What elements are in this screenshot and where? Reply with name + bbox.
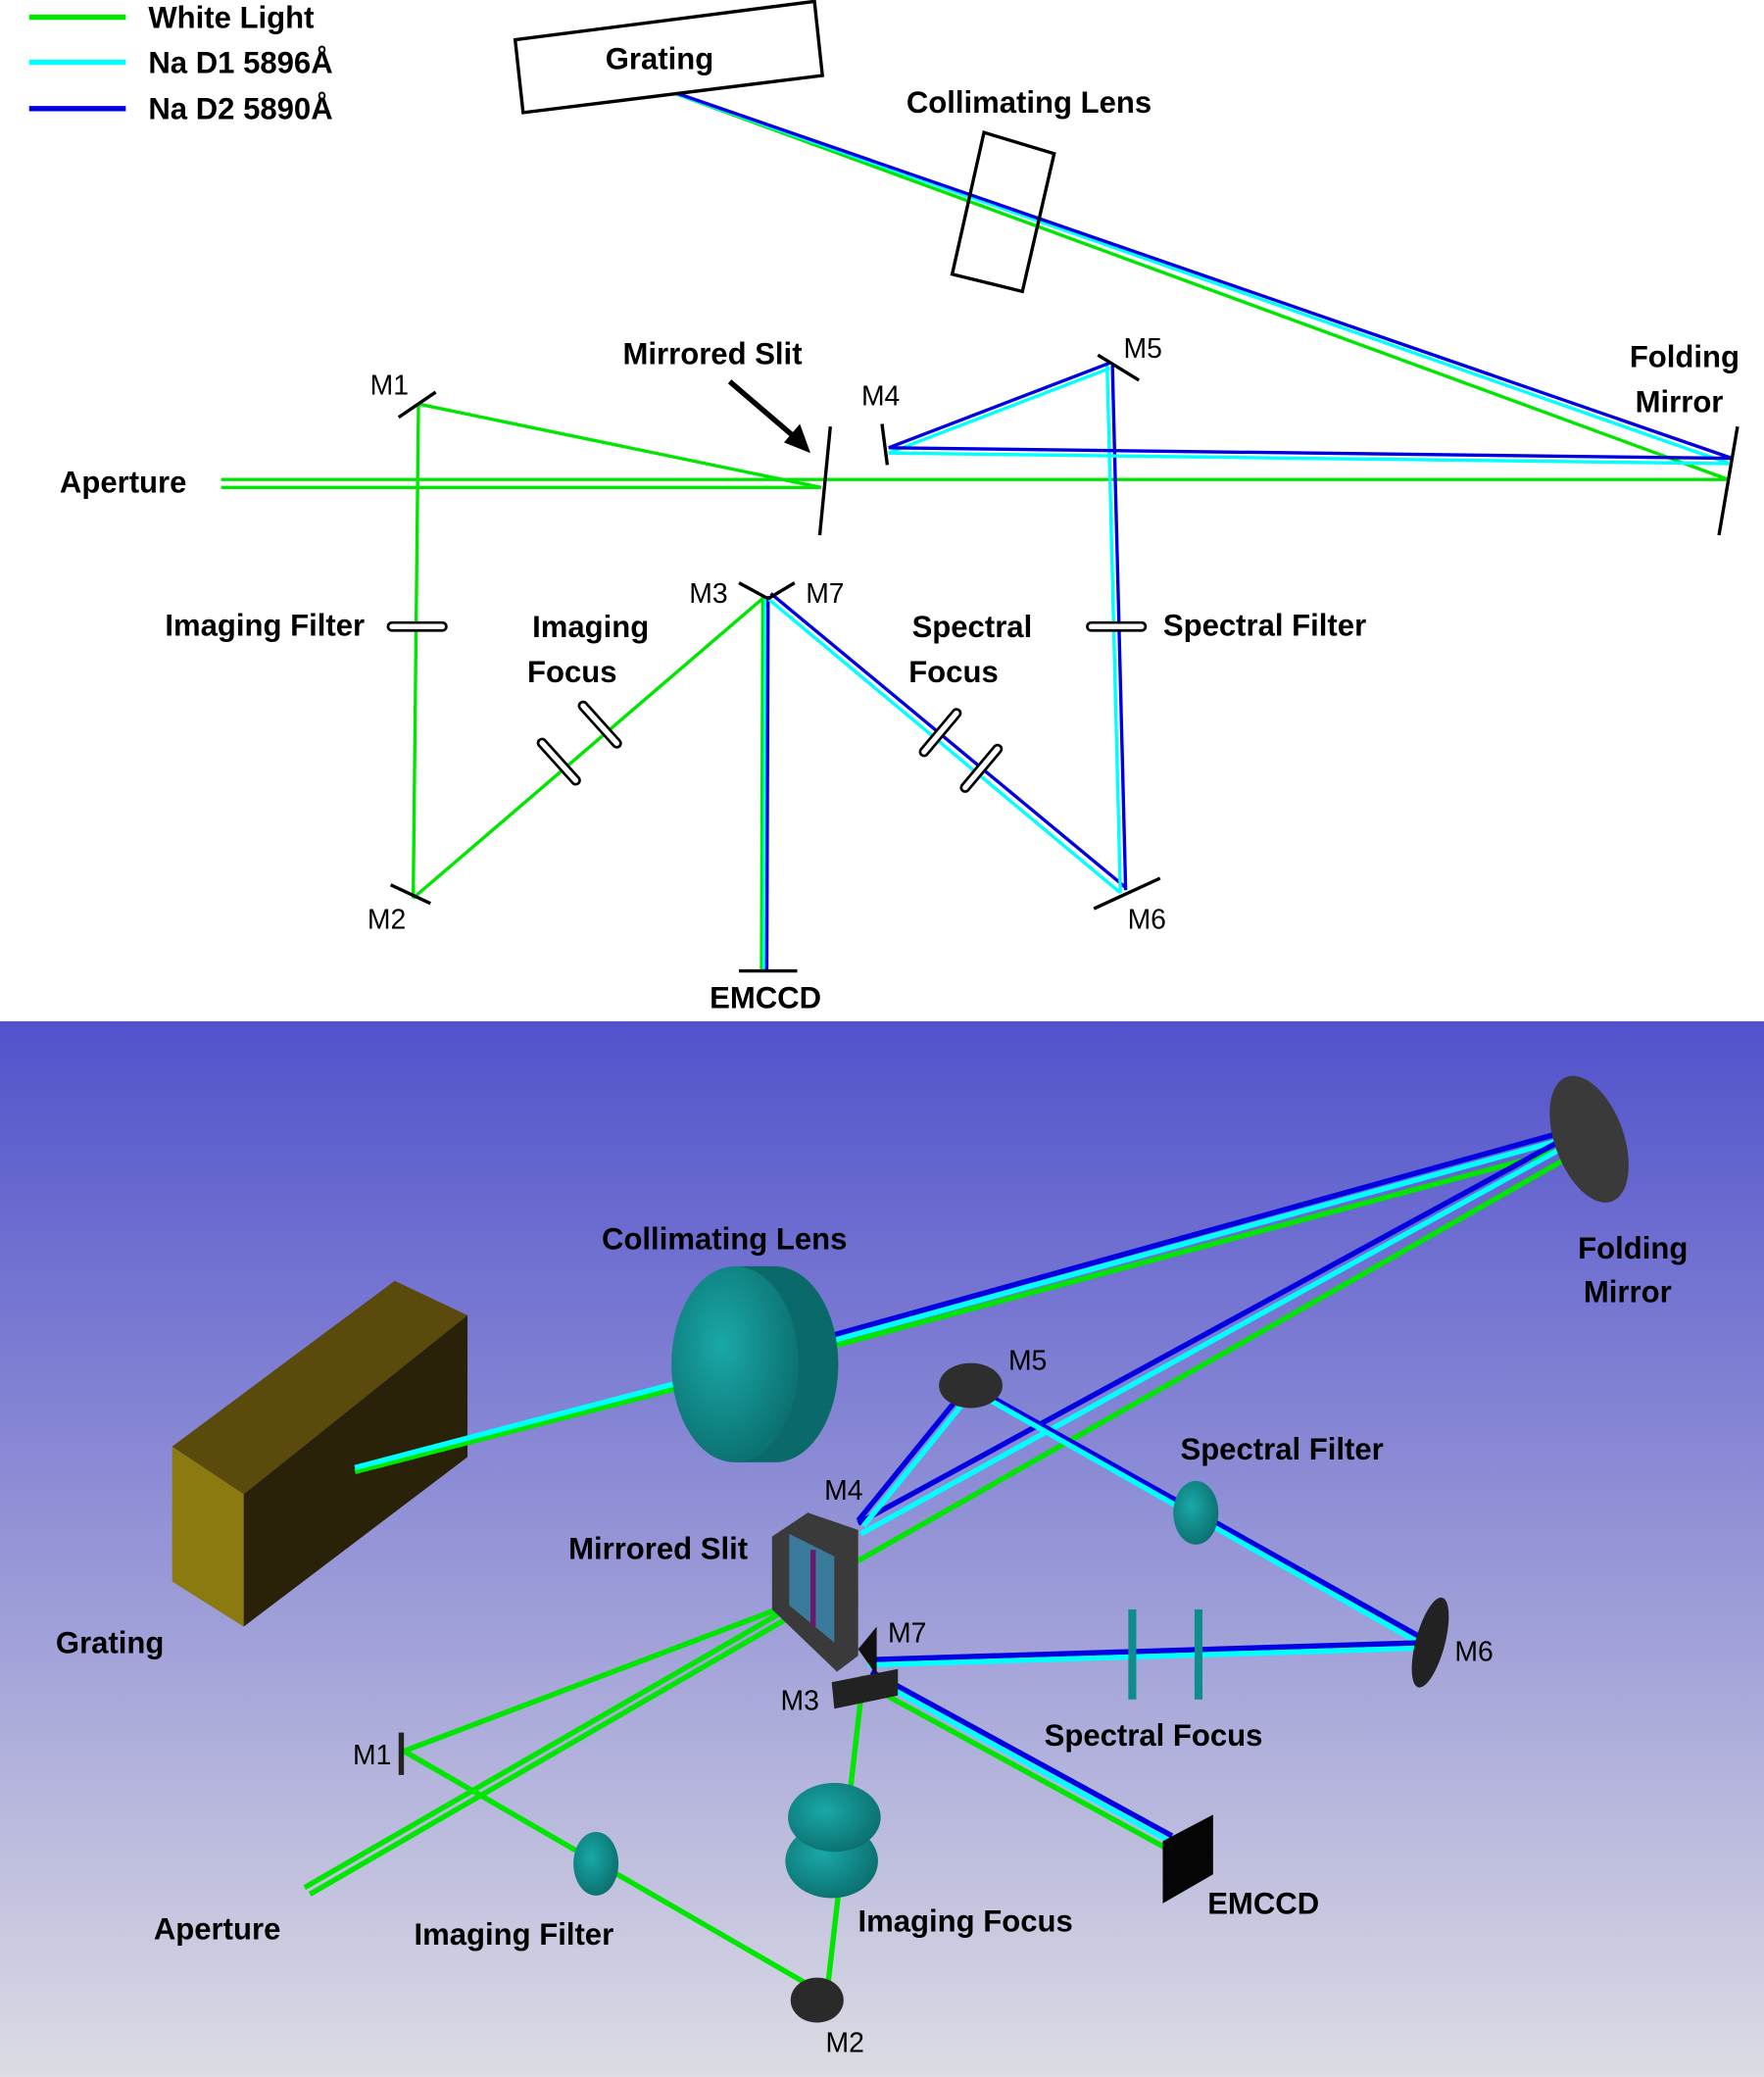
mirror-m2 [389,883,431,906]
emccd-detector [1162,1814,1213,1904]
folding-mirror-label: Folding [1630,339,1740,373]
arrow-head-icon [784,423,811,454]
m2-label: M2 [368,904,406,935]
imaging-filter [573,1831,619,1896]
spectral-filter-label: Spectral Filter [1180,1432,1383,1466]
m1-label: M1 [353,1740,391,1771]
mirrored-slit-label: Mirrored Slit [568,1532,748,1566]
imaging-focus-lens [536,737,581,786]
spectral-filter [1173,1480,1219,1545]
mirror-m5 [1097,353,1141,382]
aperture-label: Aperture [154,1911,281,1946]
legend-label: Na D2 5890Å [148,92,332,126]
mirror-m6 [1411,1597,1449,1688]
m3-label: M3 [689,578,727,610]
legend-label: Na D1 5896Å [148,45,332,79]
spectral-focus-lens [1128,1608,1137,1700]
grating-block-side [172,1446,244,1627]
mirror-m4 [880,423,890,466]
mirror-m1 [397,390,437,420]
grating-label: Grating [56,1626,165,1660]
imaging-focus-label: Imaging [532,610,649,644]
top-schematic: White Light Na D1 5896Å Na D2 5890Å [28,0,1740,1014]
grating-block-top [172,1280,468,1495]
m7-label: M7 [888,1618,926,1650]
m6-label: M6 [1128,904,1166,935]
legend: White Light Na D1 5896Å Na D2 5890Å [28,0,333,126]
mirror-m6 [1093,876,1161,911]
collimating-lens [950,130,1056,294]
imaging-focus-lens [577,700,622,749]
spectral-focus-lens [1194,1608,1203,1700]
imaging-focus-lens [788,1782,881,1853]
collimating-lens [671,1265,799,1462]
legend-label: White Light [148,0,314,34]
folding-mirror [1717,425,1740,536]
emccd-label: EMCCD [710,980,821,1014]
mirror-m2 [790,1977,844,2023]
imaging-filter [386,620,448,632]
arrow-icon [727,379,797,440]
m2-label: M2 [825,2027,863,2058]
mirror-m3 [831,1668,899,1709]
mirror-m5 [939,1362,1003,1409]
m7-label: M7 [806,578,844,610]
grating-box [513,0,825,115]
spectral-focus-label: Spectral [912,610,1033,644]
m5-label: M5 [1008,1345,1047,1376]
mirrored-slit-label: Mirrored Slit [623,337,803,371]
spectral-focus-lens [959,743,1004,793]
spectral-filter [1086,620,1148,632]
collimating-lens-label: Collimating Lens [906,85,1152,120]
m4-label: M4 [824,1475,862,1507]
m4-label: M4 [861,381,900,413]
beams [220,91,1734,971]
imaging-focus-label: Imaging Focus [858,1904,1072,1938]
folding-mirror-label: Folding [1578,1231,1688,1265]
m5-label: M5 [1124,333,1162,365]
mirror-m1 [398,1732,405,1775]
folding-mirror [1549,1075,1629,1203]
m1-label: M1 [370,371,409,402]
m6-label: M6 [1454,1637,1493,1668]
mirrored-slit [817,426,832,536]
mirror-m7 [858,1626,877,1676]
aperture-label: Aperture [60,466,187,500]
folding-mirror-label: Mirror [1584,1274,1672,1309]
m3-label: M3 [781,1686,819,1717]
collimating-lens-label: Collimating Lens [602,1221,847,1256]
bottom-3d-render: Grating Collimating Lens Folding Mirror [0,1020,1764,2077]
spectral-focus-lens [918,708,962,758]
mirror-m3-m7 [738,581,796,601]
folding-mirror-label: Mirror [1636,384,1724,419]
spectral-focus-label: Focus [908,655,999,689]
spectral-filter-label: Spectral Filter [1163,609,1366,643]
imaging-filter-label: Imaging Filter [414,1917,613,1952]
emccd-label: EMCCD [1207,1887,1319,1921]
imaging-filter-label: Imaging Filter [165,609,365,643]
imaging-focus-label: Focus [527,655,617,689]
spectral-focus-label: Spectral Focus [1045,1718,1263,1753]
grating-label: Grating [606,41,714,75]
